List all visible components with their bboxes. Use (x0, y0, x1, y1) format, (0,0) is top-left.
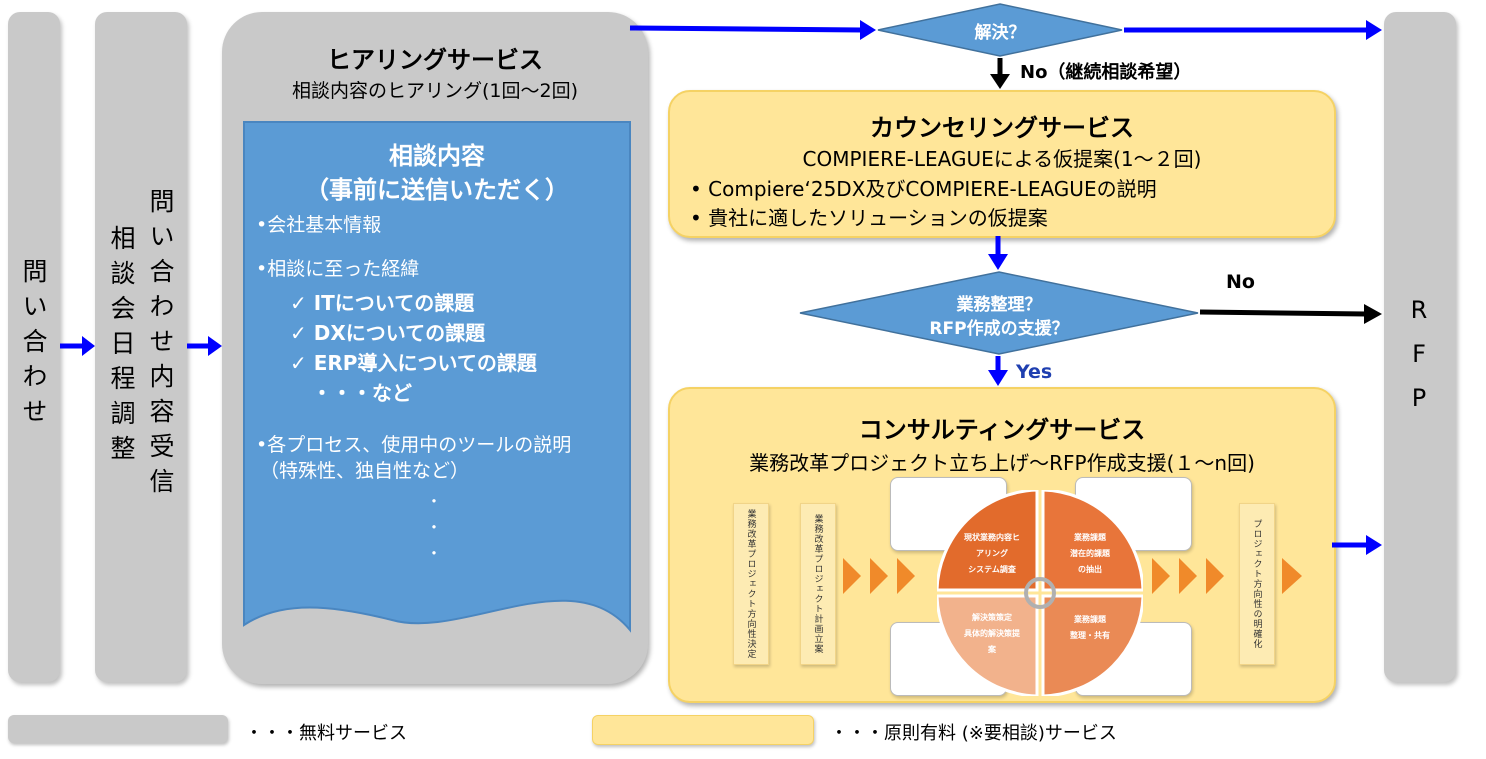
doc-check-dx: ✓ DXについての課題 (290, 321, 486, 345)
consultation-document-shape (243, 121, 631, 633)
doc-check-it: ✓ ITについての課題 (290, 291, 475, 315)
quadrant-share-line-2: 整理・共有 (1070, 631, 1110, 640)
organize-label-2: RFP作成の支援？ (929, 319, 1069, 339)
rfp-letter-p: P (1411, 384, 1427, 412)
counseling-title: カウンセリングサービス (870, 114, 1134, 142)
cycle-circle (937, 490, 1143, 696)
rfp-column (1384, 12, 1456, 682)
step-plan-card: 業務改革プロジェクト計画立案 (800, 503, 836, 665)
resolved-diamond (877, 3, 1123, 57)
hearing-title: ヒアリングサービス (327, 46, 543, 74)
schedule-label: 相談会日程調整 (107, 225, 136, 470)
legend-paid-label: ・・・原則有料 (※要相談)サービス (830, 723, 1117, 744)
step-clarify-card: プロジェクト方向性の明確化 (1239, 503, 1275, 665)
step-direction-card: 業務改革プロジェクト方向性決定 (733, 503, 769, 665)
schedule-column (95, 12, 187, 682)
counseling-service-box (668, 90, 1336, 238)
quadrant-issues-line-3: の抽出 (1078, 565, 1102, 574)
quadrant-hearing-line-1: 現状業務内容ヒ (964, 533, 1020, 542)
inquiry-label: 問い合わせ (19, 258, 48, 433)
doc-etc: ・・・など (312, 381, 412, 405)
doc-dot-1: ・ (426, 492, 443, 511)
no-label: No (1226, 271, 1255, 293)
rfp-letter-r: R (1410, 296, 1428, 324)
legend-free-swatch (8, 715, 228, 743)
quadrant-share-line-1: 業務課題 (1074, 615, 1106, 624)
counseling-bullet-2: • 貴社に適したソリューションの仮提案 (690, 206, 1048, 230)
doc-check-erp: ✓ ERP導入についての課題 (290, 351, 537, 375)
counseling-subtitle: COMPIERE-LEAGUEによる仮提案(1～２回) (802, 147, 1202, 171)
quadrant-solution-line-1: 解決策策定 (972, 613, 1012, 622)
quadrant-solution-line-3: 案 (988, 645, 996, 654)
chevron-final (1282, 558, 1302, 594)
quadrant-hearing-line-3: システム調査 (968, 565, 1016, 574)
organize-label-1: 業務整理？ (956, 295, 1042, 315)
doc-bullet-process: •各プロセス、使用中のツールの説明 (256, 434, 572, 456)
doc-subtitle: （事前に送信いただく） (305, 176, 569, 204)
chevrons-left (843, 558, 915, 594)
yes-label: Yes (1016, 361, 1053, 383)
doc-title: 相談内容 (389, 142, 485, 170)
resolved-label: 解決？ (974, 23, 1026, 43)
no-continue-label: No（継続相談希望） (1020, 62, 1192, 83)
legend-free-label: ・・・無料サービス (245, 723, 407, 744)
doc-bullet-reason: •相談に至った経緯 (256, 258, 420, 280)
doc-bullet-process-note: （特殊性、独自性など） (260, 460, 470, 482)
quadrant-solution-line-2: 具体的解決策提 (964, 629, 1020, 638)
chevrons-right (1152, 558, 1224, 594)
consulting-subtitle: 業務改革プロジェクト立ち上げ～RFP作成支援(１～n回) (749, 451, 1255, 475)
doc-bullet-company: •会社基本情報 (256, 214, 382, 236)
consulting-title: コンサルティングサービス (858, 416, 1146, 444)
quadrant-issues-line-2: 潜在的課題 (1070, 549, 1110, 558)
counseling-bullet-1: • Compiere‘25DX及びCOMPIERE-LEAGUEの説明 (690, 177, 1157, 201)
quadrant-issues-line-1: 業務課題 (1074, 533, 1106, 542)
doc-dot-3: ・ (426, 544, 443, 563)
inquiry-column (8, 12, 60, 682)
schedule-receive-label: 問い合わせ内容受信 (146, 188, 175, 503)
hearing-subtitle: 相談内容のヒアリング(1回～2回) (291, 80, 578, 102)
doc-dot-2: ・ (426, 518, 443, 537)
legend-paid-swatch (592, 715, 814, 745)
organize-diamond (799, 271, 1199, 355)
quadrant-hearing-line-2: アリング (976, 549, 1008, 558)
rfp-letter-f: F (1412, 340, 1426, 368)
